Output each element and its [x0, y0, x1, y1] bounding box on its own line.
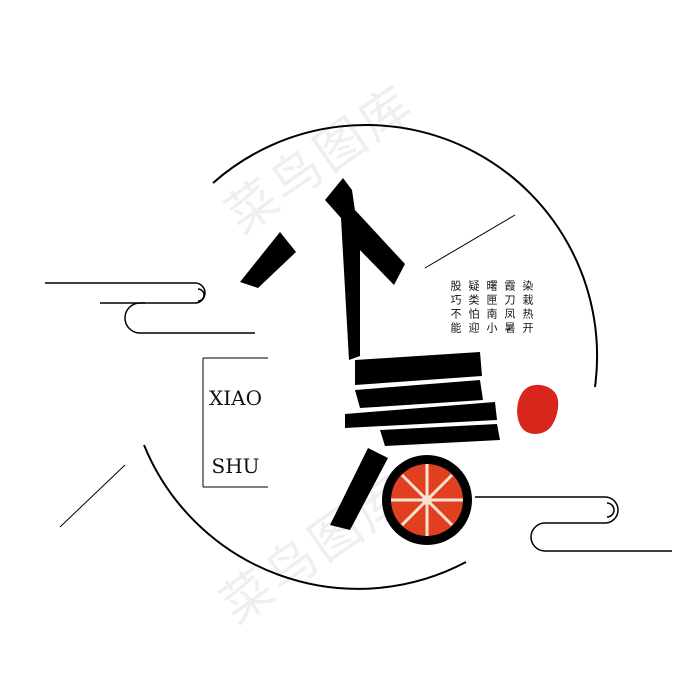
fruit-slice: [382, 455, 472, 545]
char-xiao-strokes: [240, 178, 405, 360]
circle-arc-lower: [143, 444, 467, 590]
diagonal-line-right: [424, 214, 516, 269]
latin-title-box: XIAO SHU: [203, 358, 268, 486]
poem-block: 染栽热开 霞刀凤暑 曙匣南小 疑类怕迎 股巧不能: [449, 280, 534, 336]
diagonal-line-left: [59, 464, 126, 528]
seal: [517, 384, 559, 434]
latin-line-xiao: XIAO: [209, 386, 262, 410]
poem-col-3: 曙匣南小: [485, 280, 498, 336]
latin-line-shu: SHU: [211, 454, 260, 478]
poem-col-1: 染栽热开: [521, 280, 534, 336]
char-shu-strokes: [330, 352, 500, 530]
poem-col-5: 股巧不能: [449, 280, 462, 336]
poem-col-2: 霞刀凤暑: [503, 280, 516, 336]
latin-frame: [202, 357, 268, 488]
cloud-left: [45, 282, 255, 334]
cloud-right: [475, 496, 672, 552]
poem-col-4: 疑类怕迎: [467, 280, 480, 336]
circle-arc-outline: [212, 124, 599, 388]
